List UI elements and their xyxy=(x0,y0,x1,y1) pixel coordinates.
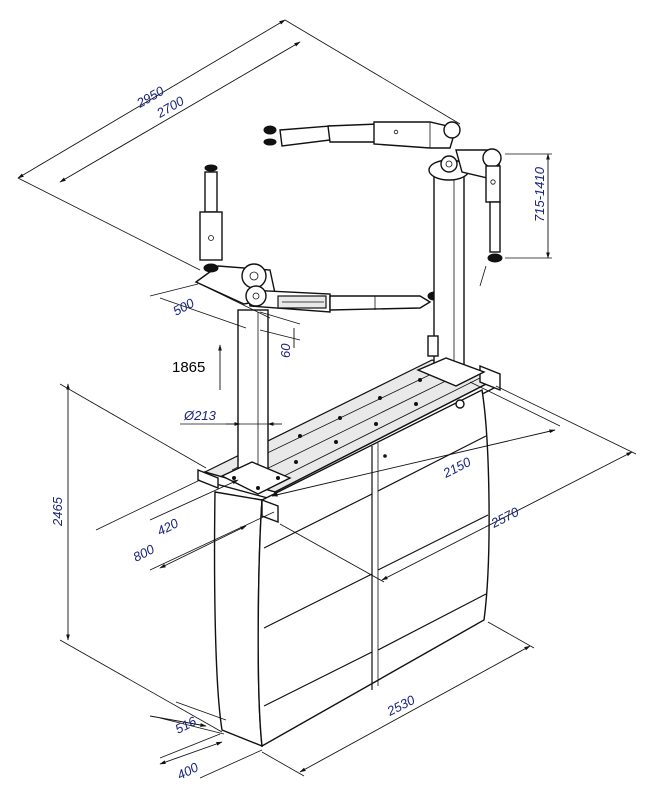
left-lower-arm xyxy=(245,285,441,313)
right-column xyxy=(416,155,486,387)
left-upper-post xyxy=(199,164,223,273)
dim-2465: 2465 xyxy=(50,496,65,527)
dimension-lines xyxy=(17,19,637,779)
right-upper-arm xyxy=(263,121,461,149)
dim-715-1410: 715-1410 xyxy=(532,166,547,222)
dim-2530: 2530 xyxy=(384,692,418,719)
dim-213: Ø213 xyxy=(183,408,217,423)
dim-400: 400 xyxy=(175,759,202,783)
dim-1865: 1865 xyxy=(172,359,205,376)
dim-800: 800 xyxy=(131,541,158,565)
dim-420: 420 xyxy=(155,515,182,539)
right-swing-arm xyxy=(455,148,503,287)
dim-500: 500 xyxy=(170,295,197,319)
dim-2570: 2570 xyxy=(488,504,522,531)
dim-60: 60 xyxy=(278,343,293,358)
